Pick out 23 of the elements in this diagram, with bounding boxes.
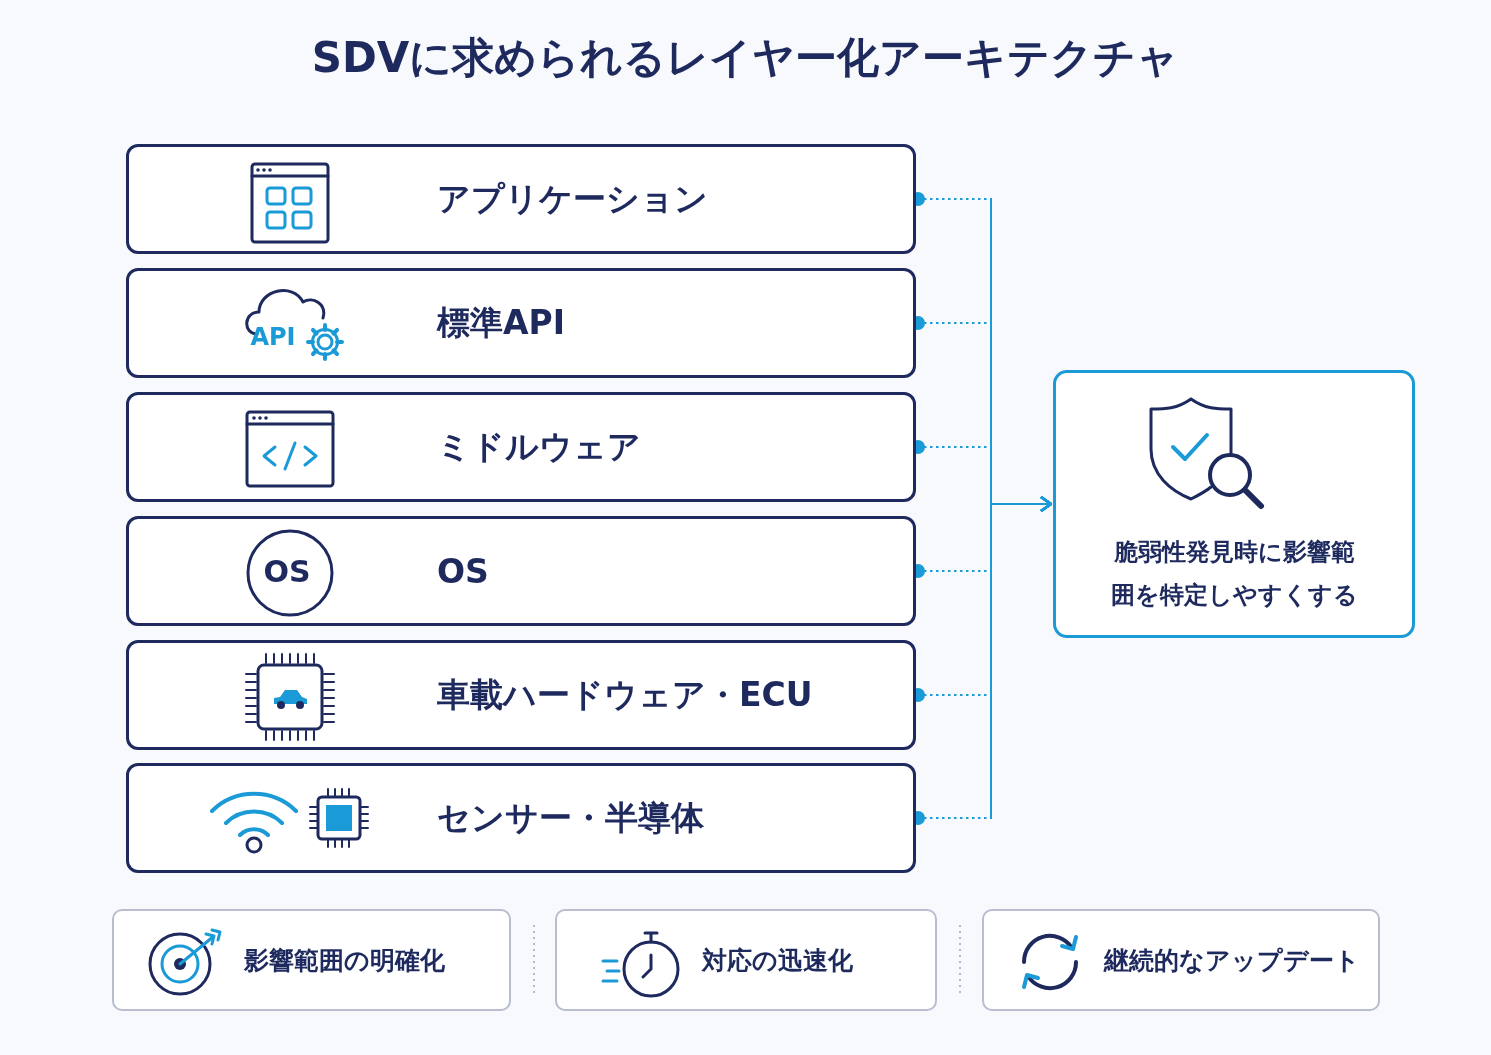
layer-box <box>126 640 916 750</box>
layer-box <box>126 268 916 378</box>
layer-box <box>126 516 916 626</box>
title: SDVに求められるレイヤー化アーキテクチャ <box>310 32 1181 84</box>
benefit-box <box>982 909 1380 1011</box>
benefit-label: 継続的なアップデート <box>1104 944 1360 977</box>
layer-label: 標準API <box>437 301 565 344</box>
layer-label: アプリケーション <box>437 177 708 220</box>
result-box <box>1053 370 1415 638</box>
result-text: 脆弱性発見時に影響範囲を特定しやすくする <box>1109 537 1359 612</box>
icon-label: OS <box>263 553 311 589</box>
benefit-box <box>555 909 937 1011</box>
layer-box <box>126 392 916 502</box>
benefit-box <box>112 909 511 1011</box>
layer-label: 車載ハードウェア・ECU <box>437 673 813 716</box>
benefit-label: 影響範囲の明確化 <box>244 944 445 977</box>
layer-label: センサー・半導体 <box>437 796 704 839</box>
layer-label: OS <box>437 551 489 591</box>
layer-label: ミドルウェア <box>437 425 641 468</box>
layer-box <box>126 763 916 873</box>
icon-label: API <box>250 323 296 351</box>
benefit-label: 対応の迅速化 <box>702 944 853 977</box>
layer-box <box>126 144 916 254</box>
